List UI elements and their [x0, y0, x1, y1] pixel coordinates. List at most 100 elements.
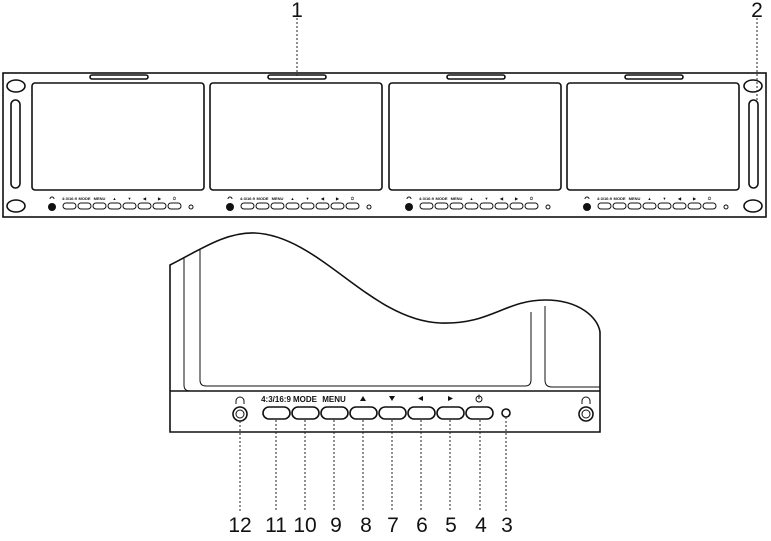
top-slot [446, 74, 506, 80]
mini-button[interactable] [330, 202, 345, 210]
headphone-icon [406, 196, 412, 200]
mini-button[interactable] [122, 202, 137, 210]
mini-button-label: ◀ [499, 196, 504, 201]
mini-button-label: ▲ [113, 196, 117, 201]
up-triangle-icon [360, 396, 366, 401]
headphone-jack-right[interactable] [578, 396, 594, 422]
headphone-jack-left[interactable] [232, 396, 248, 422]
down-triangle-icon [389, 396, 395, 401]
headphone-icon [227, 196, 233, 200]
mini-button[interactable] [612, 202, 627, 210]
mini-button[interactable] [167, 202, 182, 210]
rack-frame [2, 72, 767, 218]
mini-button[interactable] [642, 202, 657, 210]
headphone-icon [235, 396, 245, 404]
right-triangle-icon [448, 396, 453, 401]
mini-button-label: ▶ [157, 196, 162, 201]
mini-button-label: ▼ [663, 196, 667, 201]
mini-button[interactable] [255, 202, 270, 210]
mini-button[interactable] [419, 202, 434, 210]
mini-button-label: ▲ [291, 196, 295, 201]
mini-button[interactable] [479, 202, 494, 210]
mini-button[interactable] [270, 202, 285, 210]
callout-4: 4 [475, 514, 487, 537]
mini-button-label: ▶ [692, 196, 697, 201]
mode-button[interactable]: MODE [291, 395, 320, 420]
rack-ear-left [6, 79, 26, 213]
mini-led [545, 204, 551, 210]
headphone-jack[interactable] [583, 203, 591, 211]
mode-label: MODE [293, 395, 318, 404]
mini-button[interactable] [77, 202, 92, 210]
mini-button[interactable] [494, 202, 509, 210]
mini-button[interactable] [687, 202, 702, 210]
top-slot [89, 74, 149, 80]
mini-button[interactable] [137, 202, 152, 210]
mini-button[interactable] [627, 202, 642, 210]
mini-button-label: 4:3/16:9 [597, 196, 613, 201]
screen [388, 82, 562, 191]
mini-button-label: ▶ [514, 196, 519, 201]
mini-button-label: MENU [629, 196, 641, 201]
headphone-icon [584, 196, 590, 200]
mini-button[interactable] [300, 202, 315, 210]
mini-button[interactable] [657, 202, 672, 210]
callout-11: 11 [265, 514, 287, 537]
detail-view: 4:3/16:9 MODE MENU [169, 232, 601, 537]
mini-button[interactable] [672, 202, 687, 210]
power-icon [475, 394, 483, 403]
headphone-jack[interactable] [405, 203, 413, 211]
callout-1: 1 [291, 0, 303, 22]
mini-button[interactable] [92, 202, 107, 210]
headphone-icon [581, 396, 591, 404]
mini-button-label: ▲ [648, 196, 652, 201]
mini-button-label: 4:3/16:9 [240, 196, 256, 201]
mini-button[interactable] [449, 202, 464, 210]
up-button[interactable] [349, 396, 378, 420]
mini-button[interactable] [509, 202, 524, 210]
power-led [501, 408, 511, 418]
aspect-label: 4:3/16:9 [261, 395, 291, 404]
mini-button[interactable] [702, 202, 717, 210]
mounting-hole [6, 79, 26, 93]
callout-6: 6 [416, 514, 428, 537]
mini-button[interactable] [434, 202, 449, 210]
headphone-icon [49, 196, 55, 200]
down-button[interactable] [378, 396, 407, 420]
mini-button[interactable] [464, 202, 479, 210]
mini-button[interactable] [62, 202, 77, 210]
detail-outline [169, 232, 601, 433]
mini-button[interactable] [315, 202, 330, 210]
mini-led [723, 204, 729, 210]
mini-button-label: ▼ [485, 196, 489, 201]
mini-button[interactable] [285, 202, 300, 210]
mini-button-label: ◀ [677, 196, 682, 201]
headphone-jack[interactable] [48, 203, 56, 211]
mini-button-label: ⏻ [530, 196, 534, 201]
mini-button[interactable] [240, 202, 255, 210]
left-button[interactable] [407, 396, 436, 420]
handle-slot [748, 99, 759, 189]
right-button[interactable] [436, 396, 465, 420]
mini-button[interactable] [107, 202, 122, 210]
mini-button-label: ▲ [470, 196, 474, 201]
left-triangle-icon [418, 396, 423, 401]
power-button[interactable] [465, 394, 494, 420]
mini-button[interactable] [345, 202, 360, 210]
mini-button-label: ▶ [335, 196, 340, 201]
mounting-hole [743, 79, 763, 93]
mini-button[interactable] [524, 202, 539, 210]
aspect-button[interactable]: 4:3/16:9 [261, 395, 291, 420]
mini-button[interactable] [597, 202, 612, 210]
mini-button-label: ▼ [128, 196, 132, 201]
mini-button[interactable] [152, 202, 167, 210]
callout-8: 8 [360, 514, 372, 537]
callout-12: 12 [228, 514, 251, 537]
callout-10: 10 [293, 514, 316, 537]
headphone-jack[interactable] [226, 203, 234, 211]
menu-button[interactable]: MENU [320, 395, 349, 420]
callout-3: 3 [501, 514, 513, 537]
